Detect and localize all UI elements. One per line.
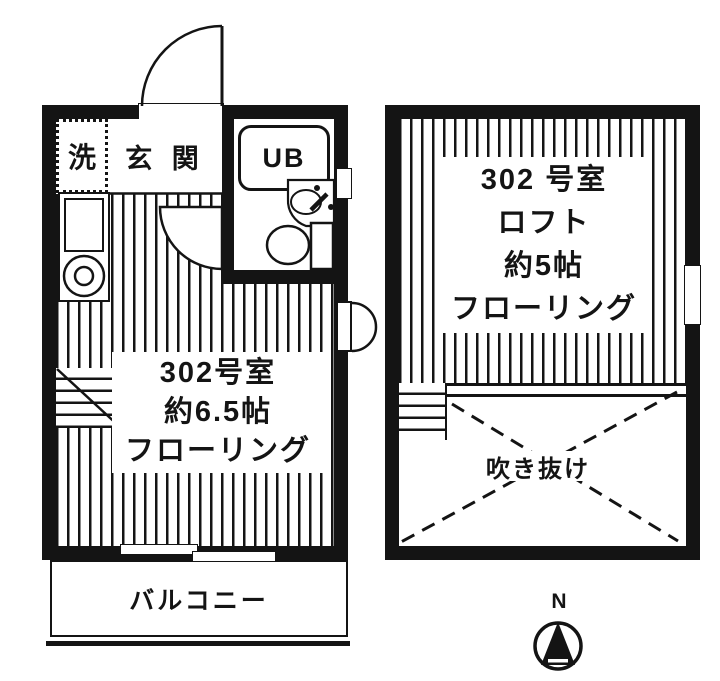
room-floor-label: フローリング [124, 435, 311, 467]
balcony-label: バルコニー [129, 586, 269, 615]
entrance-hall: 玄 関 [108, 119, 222, 193]
entrance-door-swing-icon [140, 24, 224, 107]
right-unit-outer-wall [385, 105, 700, 560]
bathroom-wall-left [222, 105, 234, 284]
sliding-window-right-pane [192, 551, 276, 562]
loft-wall-window-box [684, 265, 701, 325]
void-label-box: 吹き抜け [458, 451, 618, 483]
void-label: 吹き抜け [486, 455, 590, 483]
bathtub: UB [238, 125, 330, 191]
unit-bath-label: UB [262, 142, 306, 173]
staircase [56, 368, 120, 428]
loft-info-label: 302 号室 ロフト 約5帖 フローリング [440, 157, 648, 333]
loft-staircase [399, 383, 447, 440]
side-door [336, 301, 352, 352]
balcony: バルコニー [50, 560, 348, 637]
north-label: N [551, 590, 567, 613]
room-number-label: 302号室 [159, 357, 277, 389]
loft-room-number-label: 302 号室 [480, 164, 608, 196]
sliding-window-left-pane [120, 544, 198, 555]
room-info-label: 302号室 約6.5帖 フローリング [112, 352, 324, 473]
side-door-swing-icon [351, 301, 378, 353]
laundry-label: 洗 [67, 142, 96, 173]
entrance-label: 玄 関 [125, 143, 205, 174]
loft-floor-label: フローリング [450, 293, 637, 325]
loft-size-label: 約5帖 [503, 250, 585, 282]
north-compass-icon [533, 621, 583, 671]
laundry-box: 洗 [56, 119, 108, 193]
loft-railing [447, 383, 686, 397]
north-label-box: N [544, 590, 574, 614]
kitchen-sink [64, 198, 104, 252]
loft-label: ロフト [497, 207, 591, 239]
bathroom-wall-bottom [222, 270, 348, 284]
left-unit-outer-wall [42, 105, 348, 560]
balcony-edge-line [46, 641, 350, 646]
side-vent-box [336, 168, 352, 199]
room-size-label: 約6.5帖 [163, 396, 273, 428]
